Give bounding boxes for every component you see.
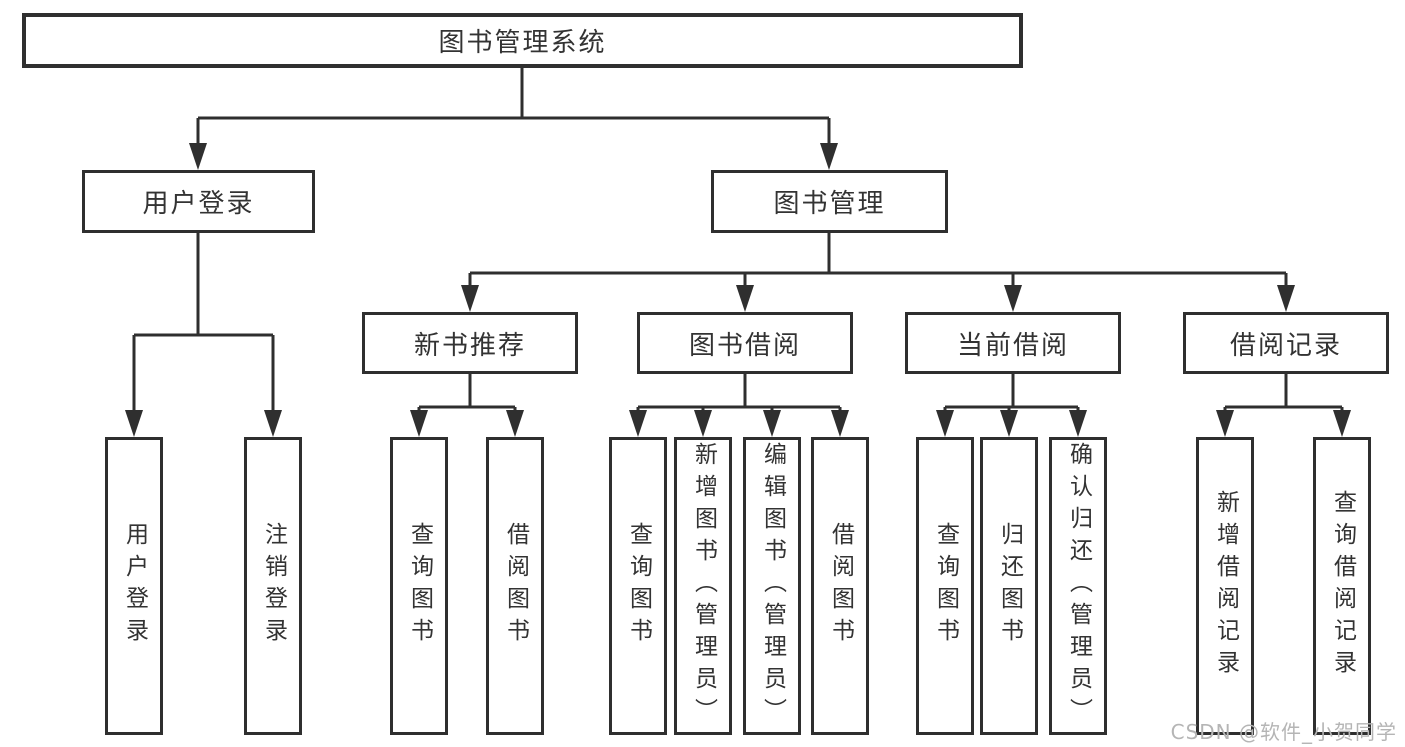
leaf-borrow-books-1: 借阅图书 [486, 437, 544, 735]
leaf-query-books-1: 查询图书 [390, 437, 448, 735]
node-root: 图书管理系统 [22, 13, 1023, 68]
node-new-book-recommend: 新书推荐 [362, 312, 578, 374]
leaf-add-book-admin: 新增图书（管理员） [674, 437, 732, 735]
node-borrow-records: 借阅记录 [1183, 312, 1389, 374]
leaf-query-borrow-record: 查询借阅记录 [1313, 437, 1371, 735]
leaf-confirm-return-admin: 确认归还（管理员） [1049, 437, 1107, 735]
leaf-logout: 注销登录 [244, 437, 302, 735]
leaf-user-login: 用户登录 [105, 437, 163, 735]
leaf-query-books-2: 查询图书 [609, 437, 667, 735]
watermark: CSDN @软件_小贺同学 [1170, 720, 1397, 744]
leaf-borrow-books-2: 借阅图书 [811, 437, 869, 735]
arrowheads [125, 143, 1351, 437]
leaf-add-borrow-record: 新增借阅记录 [1196, 437, 1254, 735]
node-current-borrowing: 当前借阅 [905, 312, 1121, 374]
node-user-login: 用户登录 [82, 170, 315, 233]
leaf-edit-book-admin: 编辑图书（管理员） [743, 437, 801, 735]
node-book-borrowing: 图书借阅 [637, 312, 853, 374]
leaf-query-books-3: 查询图书 [916, 437, 974, 735]
node-book-management: 图书管理 [711, 170, 948, 233]
leaf-return-book: 归还图书 [980, 437, 1038, 735]
tree-edges [132, 68, 1344, 417]
